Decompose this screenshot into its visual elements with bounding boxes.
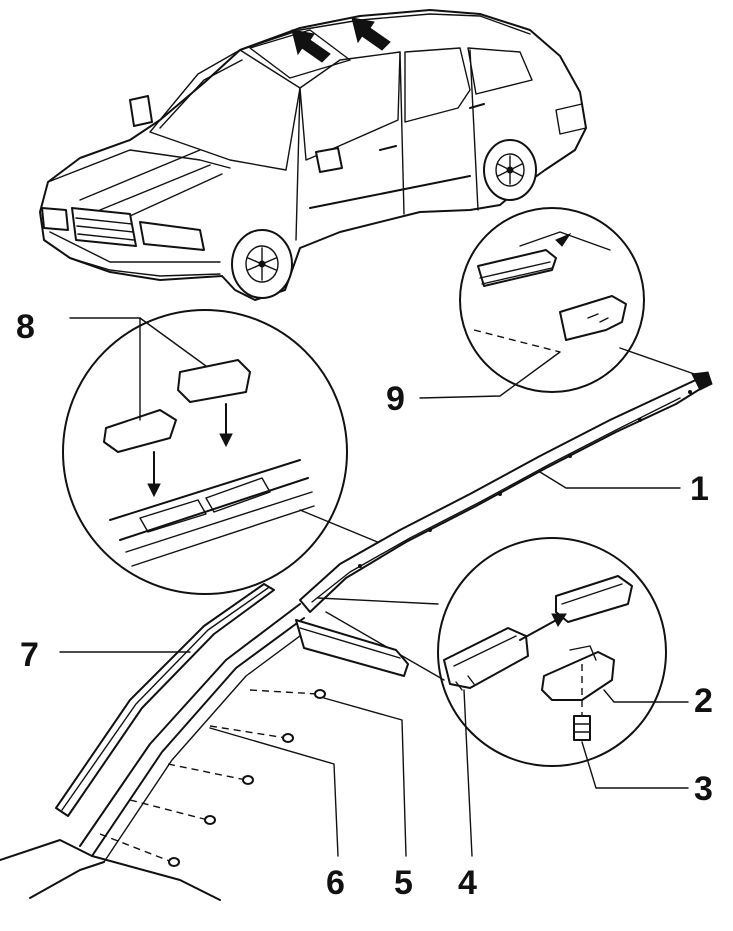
callout-4: 4 [458,864,477,902]
callout-3: 3 [694,770,713,808]
detail-circle-9 [419,207,701,399]
callout-2: 2 [694,682,713,720]
detail-circle-8 [62,309,393,595]
callout-5: 5 [394,864,413,902]
detail-circle-clips [317,537,689,857]
roof-molding [299,371,713,613]
callout-8: 8 [16,308,35,346]
callout-6: 6 [326,864,345,902]
callout-1: 1 [690,470,709,508]
car-illustration [39,9,587,301]
callout-7: 7 [20,636,39,674]
windshield-trim [0,583,409,901]
callout-9: 9 [386,380,405,418]
